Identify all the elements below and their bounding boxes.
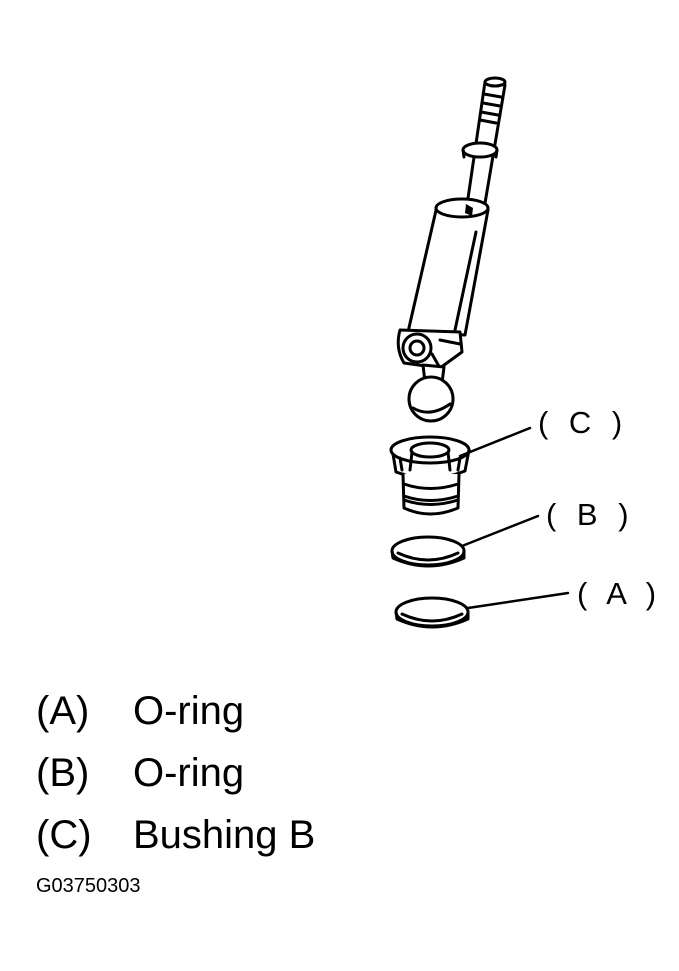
legend-key: (A) xyxy=(36,689,90,733)
callout-c: ( C ) xyxy=(538,405,628,440)
legend-key: (B) xyxy=(36,751,90,795)
exploded-parts-drawing: ( C ) ( B ) ( A ) xyxy=(389,76,662,629)
legend-row-b: (B) O-ring xyxy=(36,742,315,804)
callout-a: ( A ) xyxy=(577,576,662,611)
leader-line-c xyxy=(458,426,532,458)
legend-text: O-ring xyxy=(133,751,245,795)
parts-legend: (A) O-ring (B) O-ring (C) Bushing B xyxy=(36,680,315,866)
callout-b: ( B ) xyxy=(546,497,635,532)
legend-text: Bushing B xyxy=(133,813,316,857)
clevis-joint xyxy=(396,328,464,370)
legend-key: (C) xyxy=(36,813,92,857)
legend-row-a: (A) O-ring xyxy=(36,680,315,742)
bushing-b-part xyxy=(389,435,471,516)
leader-line-b xyxy=(460,514,540,548)
legend-text: O-ring xyxy=(133,689,245,733)
shift-shaft xyxy=(461,76,507,217)
leader-line-a xyxy=(466,591,570,610)
figure-code: G03750303 xyxy=(36,875,141,897)
legend-row-c: (C) Bushing B xyxy=(36,804,315,866)
ball-joint xyxy=(407,363,455,423)
o-ring-b-part xyxy=(390,535,466,568)
o-ring-a-part xyxy=(394,596,470,629)
shift-housing xyxy=(406,197,490,337)
